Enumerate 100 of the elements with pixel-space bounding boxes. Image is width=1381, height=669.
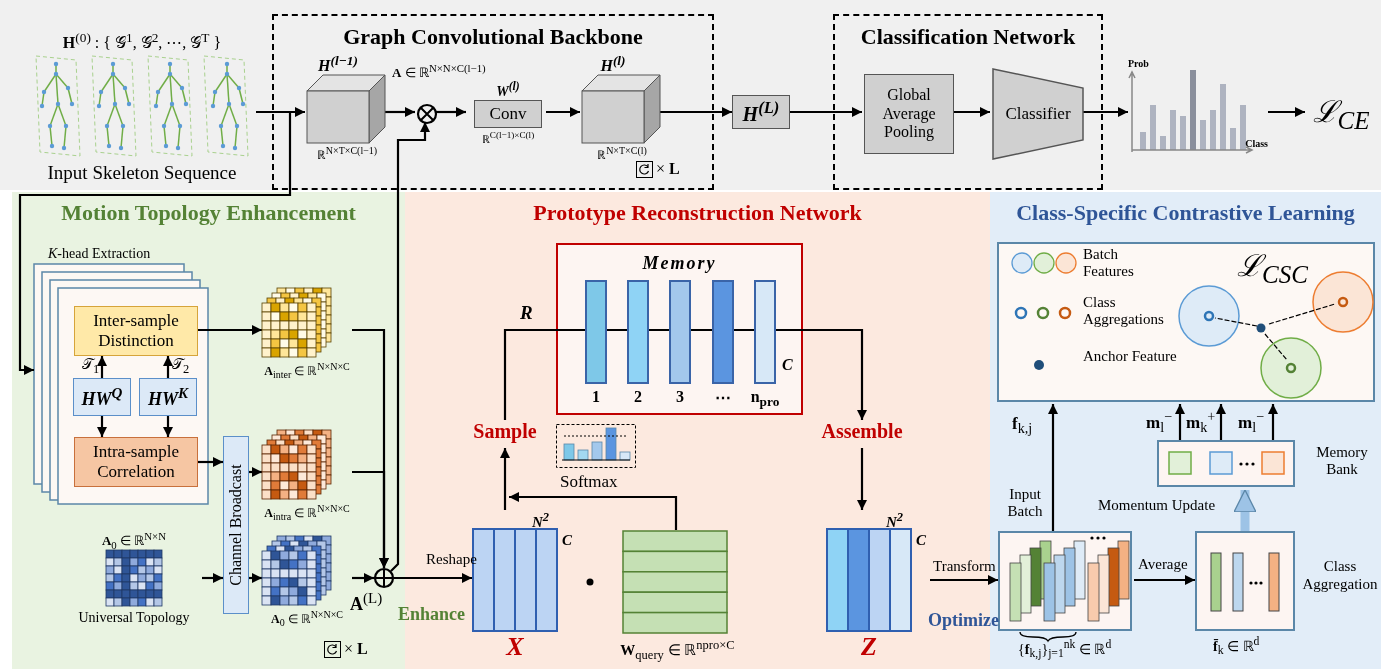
tensor-label: H$^{(l−1)}$ (317, 53, 359, 76)
loss-label: ℒ$_{CE}$ (1311, 94, 1371, 135)
arrow (803, 328, 867, 420)
prototype-index: n$_{pro}$ (749, 388, 781, 411)
legend-label: Batch Features (1083, 246, 1135, 281)
dimension-label: ℝ$^{N×T×C(l)}$ (596, 145, 648, 163)
stage-label: Enhance (398, 604, 466, 625)
group-title: Classification Network (859, 24, 1077, 50)
arrow (390, 122, 430, 572)
set-label: f̄$_{k}$ ∈ ℝ$^{d}$ (1213, 635, 1260, 658)
arrow (394, 573, 472, 583)
set-label: {f$_{k,j}$}$_{j=1}$$^{nk}$ ∈ ℝ$^{d}$ (1018, 638, 1112, 661)
process-box: H$^{(L)}$ (732, 95, 790, 129)
arrow (509, 492, 678, 530)
repeat-label: × L (656, 160, 680, 178)
loss-panel (997, 242, 1375, 402)
arrow (352, 573, 374, 583)
process-box: Global Average Pooling (864, 74, 954, 154)
edge-label: Transform (933, 558, 996, 575)
node-label: Classifier (1004, 104, 1072, 124)
section-title: Prototype Reconstruction Network (532, 200, 863, 226)
arrow (857, 448, 867, 510)
matrix-caption: W$_{query}$ ∈ ℝ$^{npro×C}$ (619, 638, 736, 663)
tensor-label: H$^{(l)}$ (599, 53, 627, 76)
arrow (790, 107, 862, 117)
axis-label: Prob (1128, 58, 1149, 69)
legend-label: Class Aggregations (1083, 294, 1165, 329)
edge-label: R (520, 302, 533, 324)
math-label: A$^{(L)}$ (350, 590, 383, 615)
dimension-label: C (916, 532, 926, 549)
edge-label: Momentum Update (1098, 497, 1216, 514)
dimension-label: ℝ$^{C(l−1)×C(l)}$ (480, 130, 536, 146)
arrow (930, 575, 998, 585)
arrow (546, 107, 580, 117)
arrow (435, 107, 466, 117)
section-title: Class-Specific Contrastive Learning (1015, 200, 1356, 226)
dashed-group-frame (272, 14, 714, 190)
arrow (249, 467, 262, 477)
legend-label: Anchor Feature (1083, 348, 1178, 366)
loss-label: ℒ$_{CSC}$ (1237, 248, 1308, 289)
group-title: Graph Convolutional Backbone (342, 24, 644, 50)
arrow (385, 107, 415, 117)
arrow (352, 470, 389, 568)
edge-label: 𝒯$_{1}$ (82, 356, 100, 377)
arrow (249, 573, 262, 583)
arrow (500, 448, 510, 510)
connector-line (503, 328, 556, 420)
math-label: A ∈ ℝ$^{N×N×C(l−1)}$ (392, 62, 486, 82)
edge-label: 𝒯$_{2}$ (172, 356, 190, 377)
dimension-label: N$^{2}$ (886, 510, 904, 531)
tensor-label: A$_{intra}$ ∈ ℝ$^{N×N×C}$ (263, 503, 351, 523)
matrix-symbol: Z (860, 632, 878, 662)
matrix-caption: Universal Topology (77, 610, 191, 626)
matrix-symbol: X (504, 632, 525, 662)
arrow (1175, 404, 1185, 440)
edge-label: Softmax (560, 472, 618, 492)
section-title: Motion Topology Enhancement (60, 200, 357, 226)
dimension-label: N$^{2}$ (532, 510, 550, 531)
arrow (1082, 107, 1128, 117)
process-box: Intra-sample Correlation (74, 437, 198, 487)
dimension-label: C (782, 356, 793, 374)
matrix-label: A$_{0}$ ∈ ℝ$^{N×N}$ (100, 530, 168, 551)
tensor-label: A$_{0}$ ∈ ℝ$^{N×N×C}$ (269, 609, 345, 629)
arrow (163, 416, 173, 437)
arrow (97, 356, 107, 378)
arrow (163, 356, 173, 378)
process-box: HW$^{Q}$ (73, 378, 131, 416)
memory-title: Memory (641, 253, 718, 274)
memory-frame (556, 243, 803, 415)
arrow (198, 457, 223, 467)
process-box: HW$^{K}$ (139, 378, 197, 416)
node-label: Memory Bank (1315, 444, 1369, 479)
tensor-label: A$_{inter}$ ∈ ℝ$^{N×N×C}$ (263, 361, 351, 381)
arrow (1268, 404, 1278, 440)
conv-block: Conv (474, 100, 542, 128)
prototype-index: 2 (633, 388, 643, 406)
repeat-label: × L (344, 640, 368, 658)
section-heading: K-head Extraction (48, 246, 151, 262)
arrow (1134, 575, 1195, 585)
step-label: Sample (472, 420, 538, 443)
arrow (952, 107, 990, 117)
prototype-index: ⋯ (714, 388, 732, 407)
arrow (18, 110, 292, 375)
sequence-heading: H$^{(0)}$ : { 𝒢$^{1}$, 𝒢$^{2}$, ⋯, 𝒢$^{T}$ } (61, 30, 223, 53)
edge-label: f$_{k,j}$ (1012, 414, 1033, 438)
arrow (1268, 107, 1305, 117)
arrow (202, 573, 223, 583)
block-arrow (1233, 489, 1257, 531)
process-box: Inter-sample Distinction (74, 306, 198, 356)
edge-label: Average (1138, 556, 1188, 573)
prototype-index: 3 (675, 388, 685, 406)
weight-label: W$^{(l)}$ (495, 80, 521, 100)
arrow (660, 107, 732, 117)
dimension-label: ℝ$^{N×T×C(l−1)}$ (315, 145, 379, 163)
arrow (1048, 404, 1058, 531)
arrow (198, 325, 262, 335)
process-box: Channel Broadcast (223, 436, 249, 614)
dimension-label: C (562, 532, 572, 549)
node-label: Class Aggregation (1301, 557, 1379, 593)
arrow (97, 416, 107, 437)
